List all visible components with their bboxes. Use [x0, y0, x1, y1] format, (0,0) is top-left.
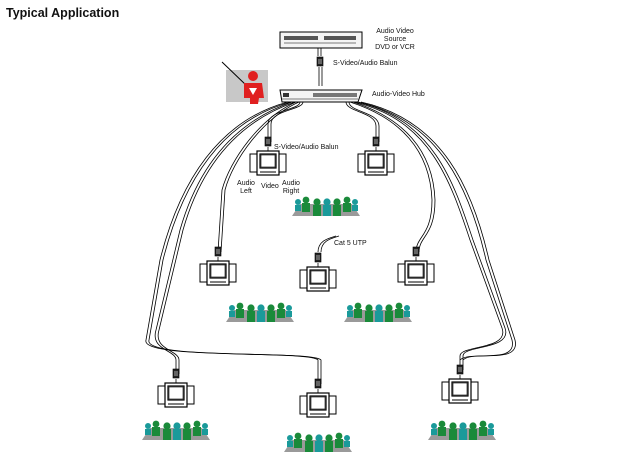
page-title: Typical Application [6, 6, 120, 20]
cable-line [349, 101, 433, 253]
balun-icon [412, 246, 420, 257]
balun-icon [372, 136, 380, 147]
cable-line [356, 101, 507, 370]
audience-icon [142, 420, 210, 440]
audience-icon [428, 420, 496, 440]
balun-icon [456, 364, 464, 375]
tv-icon [157, 382, 195, 408]
cat5-cables [145, 101, 516, 384]
source-label-line: Source [383, 36, 407, 43]
cable-line [345, 101, 377, 142]
cable-line [317, 235, 337, 253]
audience-icon [344, 302, 412, 322]
cable-line [157, 101, 296, 374]
source-label-line: Audio Video [376, 28, 414, 35]
audio-right-label-line: Audio [282, 180, 300, 187]
tv-icon [441, 378, 479, 404]
source-label: Audio Video Source DVD or VCR [366, 28, 424, 52]
balun-icon [172, 368, 180, 379]
audio-left-label: Audio Left [235, 180, 257, 196]
balun-top-label: S-Video/Audio Balun [333, 60, 398, 67]
tv-icon [299, 266, 337, 292]
tv-icon [397, 260, 435, 286]
cable-line [148, 101, 322, 384]
audience-icon [226, 302, 294, 322]
audience-icon [284, 432, 352, 452]
audience-icon [292, 196, 360, 216]
hub-label: Audio-Video Hub [372, 91, 425, 98]
cable-line [270, 101, 304, 142]
cable-line [217, 101, 297, 253]
cable-line [220, 101, 300, 253]
tv-icon [357, 150, 395, 176]
tv-icon [299, 392, 337, 418]
cable-line [360, 101, 516, 361]
dvd-vcr-icon [279, 31, 363, 56]
tv-icon [199, 260, 237, 286]
tv-icon [249, 150, 287, 176]
cable-line [154, 101, 293, 374]
audio-right-label: Audio Right [280, 180, 302, 196]
source-label-line: DVD or VCR [375, 44, 415, 51]
presenter-icon [221, 61, 268, 104]
video-label: Video [261, 183, 279, 190]
audio-left-label-line: Left [240, 188, 252, 195]
cable-line [348, 101, 380, 142]
audio-left-label-line: Audio [237, 180, 255, 187]
balun-icon [314, 378, 322, 389]
balun-icon [314, 252, 322, 263]
balun-icon [316, 56, 324, 67]
cable-line [320, 235, 340, 253]
hub-icon [279, 89, 363, 103]
cable-line [353, 101, 504, 370]
balun-icon [264, 136, 272, 147]
balun-tv-label: S-Video/Audio Balun [274, 144, 339, 151]
cable-label: Cat 5 UTP [334, 240, 367, 247]
balun-icon [214, 246, 222, 257]
audio-right-label-line: Right [282, 188, 300, 195]
cable-line [352, 101, 436, 253]
